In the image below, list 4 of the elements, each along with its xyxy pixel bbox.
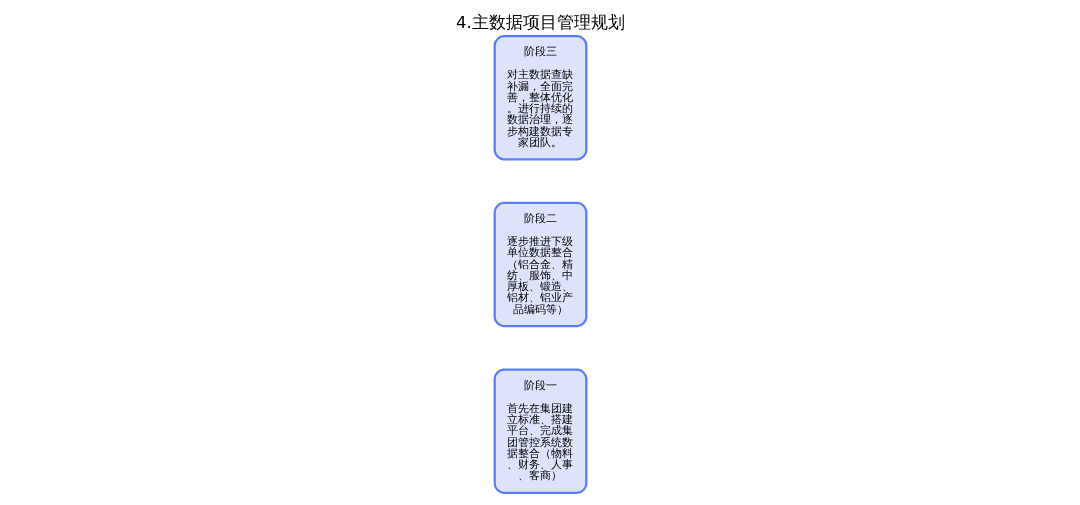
node-box: 阶段一 首先在集团建立标准、搭建平台、完成集团管控系统数据整合（物料、财务、人事、客商）	[493, 368, 587, 494]
node-box: 阶段三 对主数据查缺补漏，全面完善，整体优化。进行持续的数据治理，逐步构建数据专家团队。	[493, 35, 587, 161]
diagram-title: 4.主数据项目管理规划	[455, 13, 625, 33]
node-box: 阶段二 逐步推进下级单位数据整合（铝合金、精纺、服饰、中厚板、锻造、铝材、铝业产品编码等）	[493, 201, 587, 328]
